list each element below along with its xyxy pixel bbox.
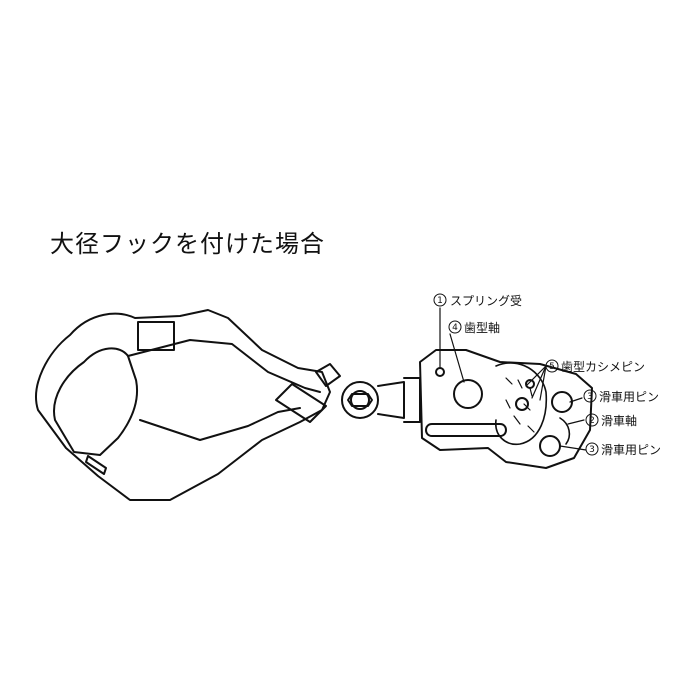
svg-text:滑車用ピン: 滑車用ピン [599,390,659,404]
svg-text:スプリング受: スプリング受 [450,294,522,308]
part-label-pulley-pin-upper: 3 滑車用ピン [583,389,659,404]
svg-text:歯型カシメピン: 歯型カシメピン [561,360,645,374]
diagram-title: 大径フックを付けた場合 [50,230,325,258]
svg-text:3: 3 [587,392,593,402]
svg-text:1: 1 [437,296,443,306]
retractor-body [419,349,593,469]
large-hook [35,309,341,501]
part-label-spring-seat: 1 スプリング受 [433,293,522,308]
svg-text:2: 2 [589,416,595,426]
svg-text:3: 3 [589,445,595,455]
svg-text:滑車用ピン: 滑車用ピン [601,443,661,457]
part-label-toothed-shaft: 4 歯型軸 [448,320,500,335]
part-labels: 1 スプリング受 4 歯型軸 5 歯型カシメピン 3 滑車用ピン 2 滑車軸 3… [433,293,661,457]
leader-lines [439,307,587,451]
svg-text:滑車軸: 滑車軸 [601,414,637,428]
part-label-crimp-pin: 5 歯型カシメピン [545,359,645,374]
swivel [341,377,421,423]
svg-text:4: 4 [452,323,458,333]
svg-text:5: 5 [549,362,555,372]
part-label-pulley-axle: 2 滑車軸 [585,413,637,428]
part-label-pulley-pin-lower: 3 滑車用ピン [585,442,661,457]
svg-text:歯型軸: 歯型軸 [464,321,500,335]
